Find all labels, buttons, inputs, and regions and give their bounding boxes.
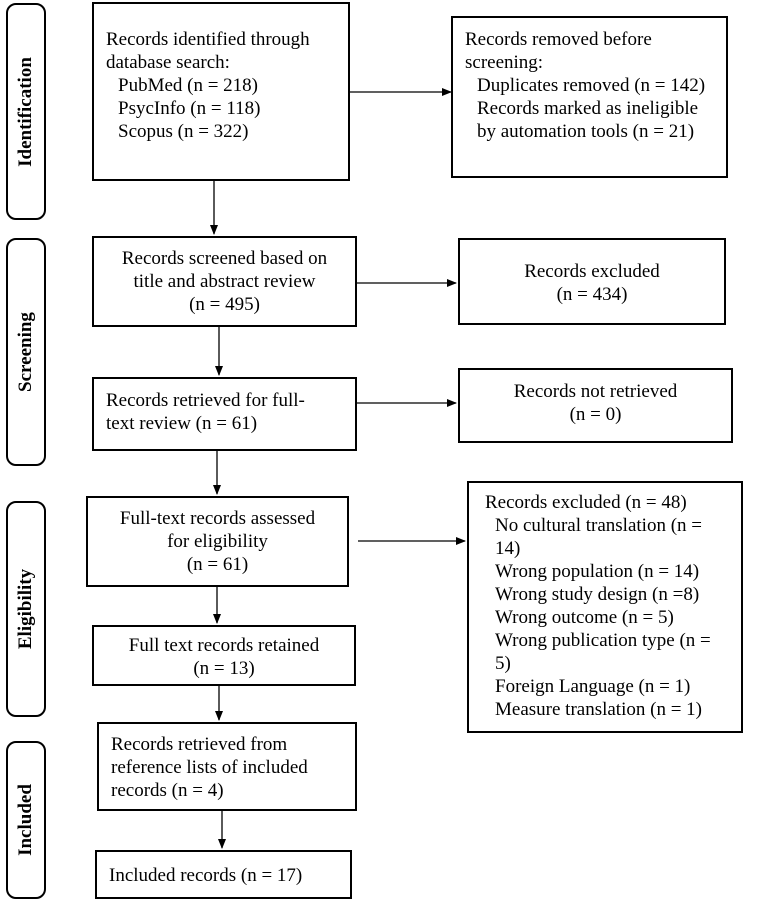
identified-line-1: Records identified through <box>106 29 310 50</box>
removed-duplicates: Duplicates removed (n = 142) <box>477 75 706 96</box>
records-screened-box: Records screened based on title and abst… <box>92 236 357 327</box>
screened-line-2: title and abstract review <box>133 271 316 292</box>
identified-scopus: Scopus (n = 322) <box>118 121 249 142</box>
full-text-retained-box: Full text records retained (n = 13) <box>92 625 356 686</box>
removed-ineligible-line-1: Records marked as ineligible <box>477 98 699 119</box>
assessed-line-1: Full-text records assessed <box>119 508 316 529</box>
removed-line-1: Records removed before <box>465 29 652 50</box>
stage-eligibility: Eligibility <box>6 501 46 717</box>
reference-lists-box: Records retrieved from reference lists o… <box>97 722 357 811</box>
excluded-wrong-outcome: Wrong outcome (n = 5) <box>495 607 674 628</box>
reference-line-2: reference lists of included <box>111 757 308 778</box>
identified-pubmed: PubMed (n = 218) <box>118 75 259 96</box>
removed-line-2: screening: <box>465 52 544 73</box>
records-retrieved-box: Records retrieved for full- text review … <box>92 377 357 451</box>
excluded-foreign-language: Foreign Language (n = 1) <box>495 676 691 697</box>
screened-line-1: Records screened based on <box>121 248 328 269</box>
excluded-wrong-study-design: Wrong study design (n =8) <box>495 584 700 605</box>
included-records-label: Included records (n = 17) <box>109 865 303 886</box>
assessed-line-2: for eligibility <box>167 531 268 552</box>
excluded-screen-count: (n = 434) <box>556 284 628 305</box>
excluded-wrong-publication-type-line-1: Wrong publication type (n = <box>495 630 711 651</box>
included-records-box: Included records (n = 17) <box>95 850 352 899</box>
full-text-assessed-box: Full-text records assessed for eligibili… <box>86 496 349 587</box>
stage-included: Included <box>6 741 46 899</box>
excluded-full-header: Records excluded (n = 48) <box>485 492 687 513</box>
retrieved-line-2: text review (n = 61) <box>106 413 258 434</box>
excluded-no-cultural-translation-line-2: 14) <box>495 538 521 559</box>
screened-count: (n = 495) <box>189 294 260 315</box>
stage-identification: Identification <box>6 3 46 220</box>
identified-psycinfo: PsycInfo (n = 118) <box>118 98 261 119</box>
records-identified-box: Records identified through database sear… <box>92 2 350 181</box>
removed-ineligible-line-2: by automation tools (n = 21) <box>477 121 695 142</box>
retrieved-line-1: Records retrieved for full- <box>106 390 305 411</box>
records-not-retrieved-box: Records not retrieved (n = 0) <box>458 368 733 443</box>
retained-count: (n = 13) <box>193 658 255 679</box>
records-excluded-screening-box: Records excluded (n = 434) <box>458 238 726 325</box>
excluded-no-cultural-translation-line-1: No cultural translation (n = <box>495 515 702 536</box>
reference-line-1: Records retrieved from <box>111 734 288 755</box>
assessed-count: (n = 61) <box>186 554 249 575</box>
not-retrieved-count: (n = 0) <box>569 404 622 425</box>
excluded-measure-translation: Measure translation (n = 1) <box>495 699 702 720</box>
excluded-screen-line-1: Records excluded <box>524 261 660 282</box>
records-removed-box: Records removed before screening: Duplic… <box>451 16 728 178</box>
stage-screening: Screening <box>6 238 46 466</box>
records-excluded-full-text-box: Records excluded (n = 48) No cultural tr… <box>467 481 743 733</box>
retained-line-1: Full text records retained <box>128 635 320 656</box>
excluded-wrong-population: Wrong population (n = 14) <box>495 561 700 582</box>
identified-line-2: database search: <box>106 52 230 73</box>
excluded-wrong-publication-type-line-2: 5) <box>495 653 511 674</box>
not-retrieved-line-1: Records not retrieved <box>513 381 678 402</box>
reference-line-3: records (n = 4) <box>111 780 224 801</box>
